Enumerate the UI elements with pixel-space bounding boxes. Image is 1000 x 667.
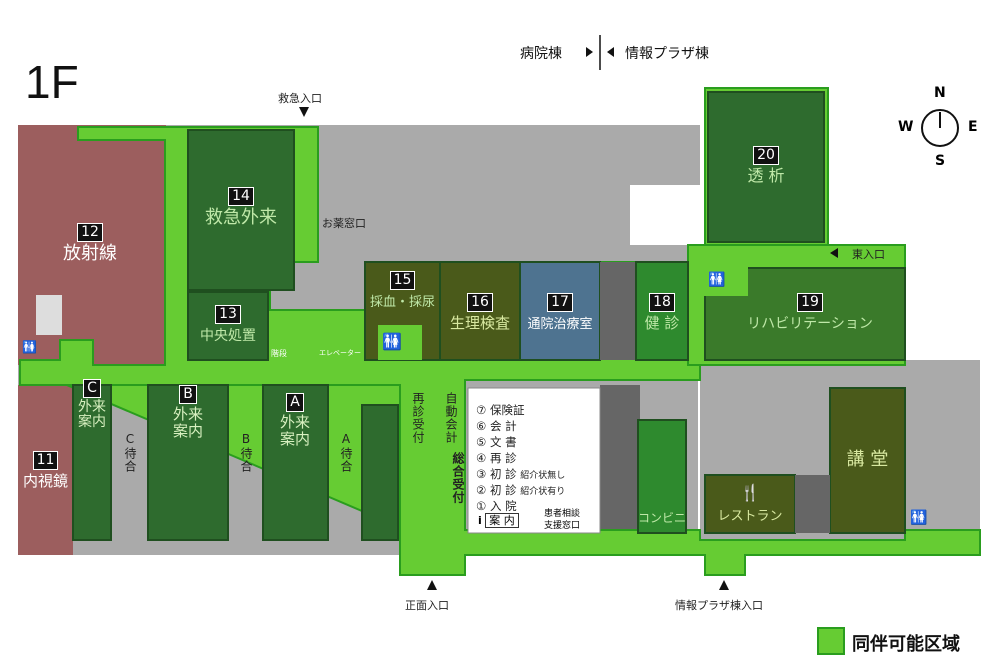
room-13-number: 13 xyxy=(215,305,241,324)
front-entrance-label: 正面入口 xyxy=(405,599,449,612)
waiting-a-label: A待合 xyxy=(339,432,353,473)
plaza-entrance-label: 情報プラザ棟入口 xyxy=(675,599,763,612)
room-11-name: 内視鏡 xyxy=(22,472,68,490)
outpatient-c-label: C 外来案内 xyxy=(72,378,112,431)
floor-label: 1F xyxy=(25,56,79,108)
room-17-number: 17 xyxy=(547,293,573,312)
room-14-number: 14 xyxy=(228,187,254,206)
lecture-hall-label: 講 堂 xyxy=(846,449,889,470)
restroom-icon-southeast: 🚻 xyxy=(910,510,928,526)
counter-4: ④ 再 診 xyxy=(476,451,517,465)
waiting-c-label: C待合 xyxy=(123,432,137,473)
room-15-name: 採血・採尿 xyxy=(369,295,435,310)
compass-e: E xyxy=(968,119,978,135)
legend-label: 同伴可能区域 xyxy=(852,634,960,655)
endoscopy-room xyxy=(18,385,73,555)
outpatient-a-name: 外来案内 xyxy=(279,413,310,448)
room-11-number: 11 xyxy=(32,451,59,470)
room-13-label: 13 中央処置 xyxy=(188,304,268,344)
convenience-store xyxy=(637,419,687,534)
outpatient-b-label: B 外来案内 xyxy=(160,384,216,439)
room-16-number: 16 xyxy=(467,293,493,312)
counter-list: ⑦ 保険証 ⑥ 会 計 ⑤ 文 書 ④ 再 診 ③ 初 診 紹介状無し ② 初 … xyxy=(476,402,565,514)
outpatient-c-name: 外来案内 xyxy=(78,399,106,431)
room-18-label: 18 健 診 xyxy=(636,292,688,332)
room-13-name: 中央処置 xyxy=(200,328,256,344)
pharmacy-window-label: お薬窓口 xyxy=(322,217,366,230)
restaurant-label: レストラン xyxy=(717,509,783,524)
room-12-label: 12 放射線 xyxy=(40,222,140,264)
restaurant xyxy=(704,474,796,534)
legend-swatch xyxy=(817,627,845,655)
room-16-label: 16 生理検査 xyxy=(440,292,520,332)
room-12-name: 放射線 xyxy=(63,243,117,264)
counter-2: ② 初 診 紹介状有り xyxy=(476,483,566,497)
compass xyxy=(921,109,959,147)
waiting-b-label: B待合 xyxy=(239,432,253,473)
room-13 xyxy=(187,291,269,361)
outpatient-b-letter: B xyxy=(179,385,197,404)
outpatient-a-letter: A xyxy=(286,393,304,412)
outpatient-c-letter: C xyxy=(83,379,101,398)
room-11-label: 11 内視鏡 xyxy=(18,450,73,490)
info-icon: i xyxy=(478,514,482,527)
elevator-label: エレベーター xyxy=(319,349,361,357)
counter-3: ③ 初 診 紹介状無し xyxy=(476,467,566,481)
compass-s: S xyxy=(935,153,946,169)
room-18-name: 健 診 xyxy=(644,314,680,332)
info-note-1: 患者相談 xyxy=(544,509,581,519)
counter-1: ① 入 院 xyxy=(476,499,517,513)
info-note-2: 支援窓口 xyxy=(544,521,581,531)
compass-w: W xyxy=(898,119,914,135)
info-desk: i 案 内 xyxy=(478,512,519,528)
outpatient-a-label: A 外来案内 xyxy=(266,392,324,447)
room-19-number: 19 xyxy=(797,293,823,312)
east-entrance-label: 東入口 xyxy=(852,248,885,261)
stairs-label: 階段 xyxy=(271,349,287,358)
info-label: 案 内 xyxy=(485,513,519,528)
room-19-label: 19 リハビリテーション xyxy=(720,292,900,332)
counter-7: ⑦ 保険証 xyxy=(476,403,525,417)
revisit-reception-label: 再診受付 xyxy=(411,392,425,444)
reception-panel xyxy=(467,387,601,534)
room-20-name: 透 析 xyxy=(747,166,785,185)
convenience-label: コンビニ xyxy=(637,511,686,525)
counter-5: ⑤ 文 書 xyxy=(476,435,517,449)
room-15-label: 15 採血・採尿 xyxy=(365,270,440,310)
room-15-number: 15 xyxy=(389,271,416,290)
compass-n: N xyxy=(934,85,946,101)
hospital-building-label: 病院棟 xyxy=(520,46,562,62)
room-20-number: 20 xyxy=(753,146,779,165)
restroom-icon: 🚻 xyxy=(382,332,402,351)
restaurant-icon: 🍴 xyxy=(740,483,760,502)
outpatient-c xyxy=(72,384,112,541)
counter-6: ⑥ 会 計 xyxy=(476,419,517,433)
room-14-label: 14 救急外来 xyxy=(188,186,294,228)
plaza-building-label: 情報プラザ棟 xyxy=(625,46,709,62)
general-reception-label: 総合受付 xyxy=(451,452,465,504)
room-14-name: 救急外来 xyxy=(205,207,277,228)
room-20 xyxy=(707,91,825,243)
room-12-number: 12 xyxy=(77,223,103,242)
restroom-icon-east: 🚻 xyxy=(708,272,726,288)
room-16-name: 生理検査 xyxy=(449,314,510,332)
outpatient-b-name: 外来案内 xyxy=(172,405,203,440)
room-18-number: 18 xyxy=(649,293,675,312)
room-19-name: リハビリテーション xyxy=(747,316,873,332)
outpatient-b xyxy=(147,384,229,541)
emergency-entrance-label: 救急入口 xyxy=(278,92,322,105)
auto-pay-label: 自動会計 xyxy=(444,392,458,444)
lecture-hall xyxy=(829,387,906,534)
restroom-icon-west: 🚻 xyxy=(22,340,37,354)
room-17-label: 17 通院治療室 xyxy=(520,292,600,332)
emergency-entrance-marker xyxy=(299,107,309,117)
room-20-label: 20 透 析 xyxy=(708,145,824,185)
room-14 xyxy=(187,129,295,291)
room-17-name: 通院治療室 xyxy=(527,317,593,332)
